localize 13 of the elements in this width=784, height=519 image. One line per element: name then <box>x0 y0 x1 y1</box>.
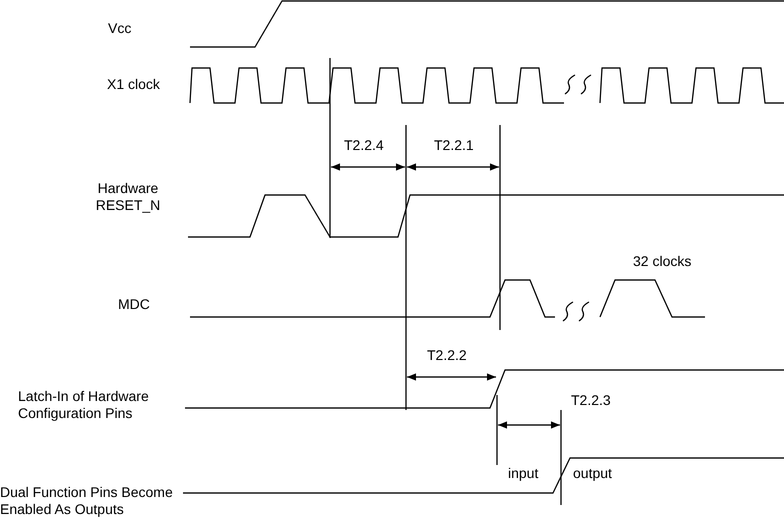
signal-name: Dual Function Pins Become Enabled As Outputs <box>0 484 174 518</box>
signal-name: Latch-In of Hardware Configuration Pins <box>18 388 150 422</box>
annotation: 32 clocks <box>633 253 692 270</box>
signal-name: Vcc <box>108 20 132 37</box>
signal-name: X1 clock <box>107 76 160 93</box>
timing-parameter: T2.2.4 <box>344 137 384 154</box>
annotation: input <box>508 465 538 482</box>
timing-parameter: T2.2.3 <box>571 392 611 409</box>
signal-name: MDC <box>118 296 150 313</box>
signal-name: Hardware RESET_N <box>94 180 162 214</box>
annotation: output <box>573 465 612 482</box>
timing-parameter: T2.2.1 <box>434 137 474 154</box>
timing-parameter: T2.2.2 <box>427 347 467 364</box>
